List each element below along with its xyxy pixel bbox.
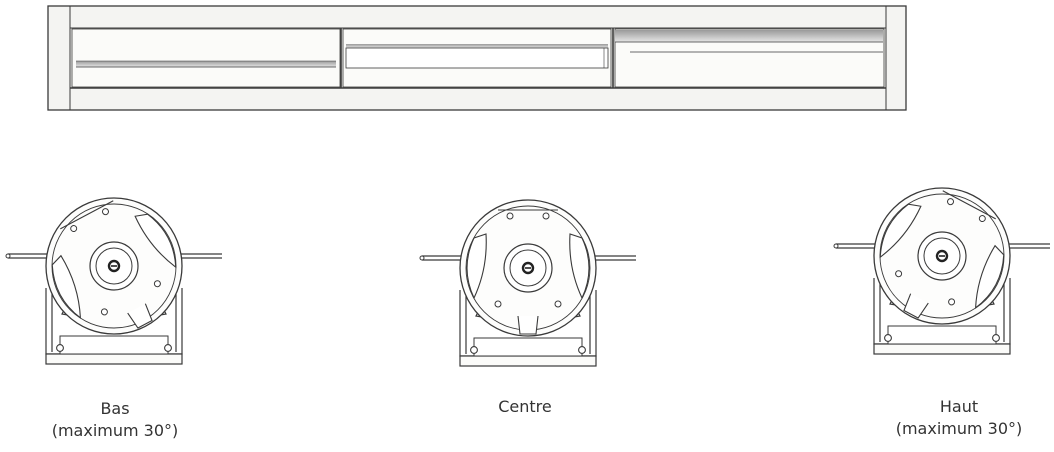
haut-hole xyxy=(947,198,955,206)
section-view-bas xyxy=(5,197,222,365)
haut-outlet-slot xyxy=(887,325,997,345)
bas-hole xyxy=(101,208,109,216)
haut-wing-tip-left xyxy=(833,243,839,249)
centre-louver-rotor xyxy=(466,209,590,335)
haut-nozzle xyxy=(903,293,929,319)
caption-bas: Bas (maximum 30°) xyxy=(20,398,210,442)
haut-hole xyxy=(978,215,986,223)
slot-2-louver-centre xyxy=(342,28,612,88)
caption-haut: Haut (maximum 30°) xyxy=(864,396,1054,440)
caption-haut-line2: (maximum 30°) xyxy=(895,419,1023,438)
bas-hole xyxy=(100,308,108,316)
bas-outlet-slot xyxy=(59,335,169,355)
caption-bas-line2: (maximum 30°) xyxy=(51,421,179,440)
centre-hole xyxy=(506,212,514,220)
haut-blade-right xyxy=(974,244,1005,309)
slot-1-louver-down xyxy=(71,28,341,88)
haut-screw xyxy=(992,334,1000,342)
centre-screw xyxy=(578,346,586,354)
bas-hole xyxy=(70,225,78,233)
haut-side-rails xyxy=(879,284,1005,342)
centre-hole xyxy=(554,300,562,308)
section-view-centre xyxy=(419,199,636,367)
bas-screw xyxy=(56,344,64,352)
bas-blade-left xyxy=(51,254,82,319)
haut-hole xyxy=(948,298,956,306)
centre-screw xyxy=(470,346,478,354)
centre-hole xyxy=(494,300,502,308)
centre-side-rails xyxy=(465,296,591,354)
bas-wing-tip-left xyxy=(5,253,11,259)
haut-blade-left xyxy=(879,203,922,259)
haut-screw xyxy=(884,334,892,342)
centre-blade-right xyxy=(569,233,590,300)
haut-hole xyxy=(895,270,903,278)
slot-3-louver-up xyxy=(614,28,885,88)
centre-outlet-slot xyxy=(473,337,583,357)
bas-nozzle xyxy=(127,303,153,329)
caption-centre-line1: Centre xyxy=(498,397,552,416)
centre-nozzle xyxy=(517,315,539,335)
haut-louver-rotor xyxy=(879,190,1005,319)
bas-hole xyxy=(153,280,161,288)
caption-bas-line1: Bas xyxy=(100,399,130,418)
bas-louver-rotor xyxy=(51,200,177,329)
centre-mounting-wings xyxy=(422,255,636,261)
centre-hole xyxy=(542,212,550,220)
caption-haut-line1: Haut xyxy=(939,397,979,416)
bas-side-rails xyxy=(51,294,177,352)
haut-mounting-wings xyxy=(836,243,1050,249)
bas-screw xyxy=(164,344,172,352)
bas-blade-right xyxy=(134,213,177,269)
bas-top-plate xyxy=(60,200,114,230)
bas-base-plate xyxy=(45,353,183,365)
diffuser-front-view xyxy=(47,5,907,111)
centre-wing-tip-left xyxy=(419,255,425,261)
haut-top-plate xyxy=(942,190,996,220)
centre-blade-left xyxy=(466,233,487,300)
bas-mounting-wings xyxy=(8,253,222,259)
haut-base-plate xyxy=(873,343,1011,355)
centre-base-plate xyxy=(459,355,597,367)
section-view-haut xyxy=(833,187,1050,355)
caption-centre: Centre xyxy=(430,396,620,418)
